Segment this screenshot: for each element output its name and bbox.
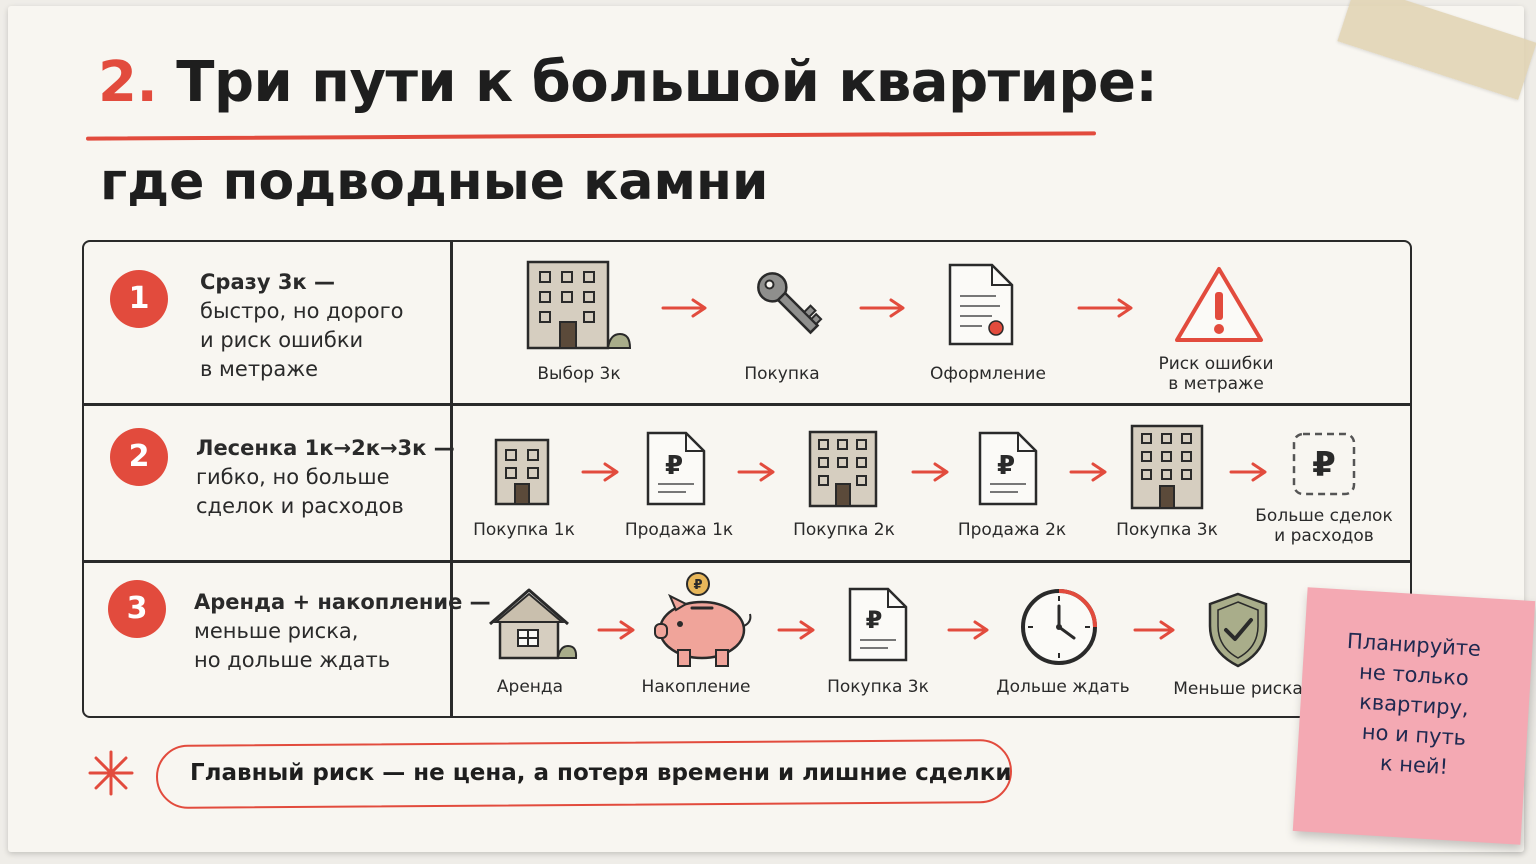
title-number: 2. (98, 50, 158, 115)
row-1-badge: 1 (110, 270, 168, 328)
step-label: Покупка 1к (473, 520, 575, 540)
step-label: Меньше риска (1173, 679, 1303, 699)
svg-text:₽: ₽ (693, 578, 702, 593)
page-subtitle: где подводные камни (100, 152, 769, 212)
step-label: Аренда (497, 677, 563, 697)
step-label: Покупка 3к (827, 677, 929, 697)
row-1-description: Сразу 3к — быстро, но дорого и риск ошиб… (200, 268, 404, 384)
step-label: Выбор 3к (537, 364, 620, 384)
row-3-badge: 3 (108, 580, 166, 638)
row-3-description: Аренда + накопление — меньше риска, но д… (194, 588, 491, 675)
step-label: Накопление (642, 677, 751, 697)
arrow-right-icon (597, 620, 635, 640)
arrow-right-icon (1229, 462, 1267, 482)
clock-icon (1021, 589, 1097, 665)
row-3-desc-line: меньше риска, (194, 619, 359, 643)
key-icon (757, 272, 823, 335)
page-title: 2. Три пути к большой квартире: (98, 50, 1158, 115)
svg-text:₽: ₽ (997, 451, 1015, 481)
svg-text:₽: ₽ (1312, 445, 1336, 485)
step-label-line: в метраже (1168, 374, 1264, 394)
ruble-document-icon: ₽ (848, 587, 908, 662)
key-risk-text: Главный риск — не цена, а потеря времени… (190, 760, 1012, 786)
step-label-line: Продажа 1к (624, 520, 734, 540)
step-label-line: Выбор 3к (537, 364, 621, 384)
step-label-line: Дольше ждать (996, 677, 1130, 697)
shield-check-icon (1208, 592, 1268, 668)
arrow-right-icon (947, 620, 989, 640)
apartment-building-icon (526, 260, 632, 350)
comparison-table (82, 240, 1412, 718)
arrow-right-icon (777, 620, 815, 640)
step-label-line: Продажа 2к (957, 520, 1067, 540)
step-label-line: и расходов (1274, 526, 1374, 546)
apartment-building-icon (808, 430, 878, 508)
title-line-1: Три пути к большой квартире: (176, 50, 1158, 115)
ruble-document-icon: ₽ (646, 431, 706, 506)
row-2-heading: Лесенка 1к→2к→3к — (196, 436, 455, 460)
svg-text:₽: ₽ (665, 451, 683, 481)
step-label-line: Оформление (930, 364, 1046, 384)
small-building-icon (494, 438, 550, 506)
arrow-right-icon (911, 462, 949, 482)
apartment-building-icon (1130, 424, 1204, 510)
step-label: Продажа 2к (958, 520, 1066, 540)
arrow-right-icon (661, 298, 707, 318)
step-label-line: Риск ошибки (1158, 354, 1274, 374)
row-divider (82, 403, 1412, 406)
step-label: Покупка (744, 364, 819, 384)
step-label: Покупка 2к (793, 520, 895, 540)
arrow-right-icon (581, 462, 619, 482)
row-3-desc-line: но дольше ждать (194, 648, 391, 672)
arrow-right-icon (737, 462, 775, 482)
step-label-line: Покупка (744, 364, 820, 384)
column-divider (450, 240, 453, 718)
warning-triangle-icon (1175, 267, 1263, 342)
document-seal-icon (948, 263, 1014, 346)
arrow-right-icon (1077, 298, 1133, 318)
step-label-line: Покупка 1к (473, 520, 575, 540)
step-label-line: Больше сделок (1255, 506, 1393, 526)
arrow-right-icon (1069, 462, 1107, 482)
paper-sheet (8, 6, 1524, 852)
ruble-document-icon: ₽ (978, 431, 1038, 506)
row-2-description: Лесенка 1к→2к→3к — гибко, но больше сдел… (196, 434, 455, 521)
star-doodle-icon (88, 750, 134, 796)
step-label-line: Накопление (641, 677, 751, 697)
row-1-heading: Сразу 3к — (200, 270, 335, 294)
step-label: Покупка 3к (1116, 520, 1218, 540)
row-divider (82, 560, 1412, 563)
step-label-line: Покупка 3к (1116, 520, 1218, 540)
ruble-dashed-box-icon: ₽ (1292, 432, 1356, 496)
piggy-bank-icon: ₽ (654, 572, 752, 667)
arrow-right-icon (859, 298, 905, 318)
step-label-line: Меньше риска (1173, 679, 1303, 699)
step-label-line: Покупка 2к (793, 520, 895, 540)
row-3-heading: Аренда + накопление — (194, 590, 491, 614)
row-1-desc-line: и риск ошибки (200, 328, 364, 352)
step-label-line: Покупка 3к (827, 677, 929, 697)
row-2-desc-line: сделок и расходов (196, 494, 404, 518)
step-label: Дольше ждать (996, 677, 1129, 697)
step-label: Продажа 1к (625, 520, 733, 540)
step-label-line: Аренда (496, 677, 564, 697)
house-icon (489, 588, 578, 660)
row-1-desc-line: быстро, но дорого (200, 299, 404, 323)
arrow-right-icon (1133, 620, 1175, 640)
row-1-desc-line: в метраже (200, 357, 319, 381)
svg-text:₽: ₽ (866, 606, 883, 634)
row-2-badge: 2 (110, 428, 168, 486)
step-label: Оформление (930, 364, 1046, 384)
row-2-desc-line: гибко, но больше (196, 465, 390, 489)
